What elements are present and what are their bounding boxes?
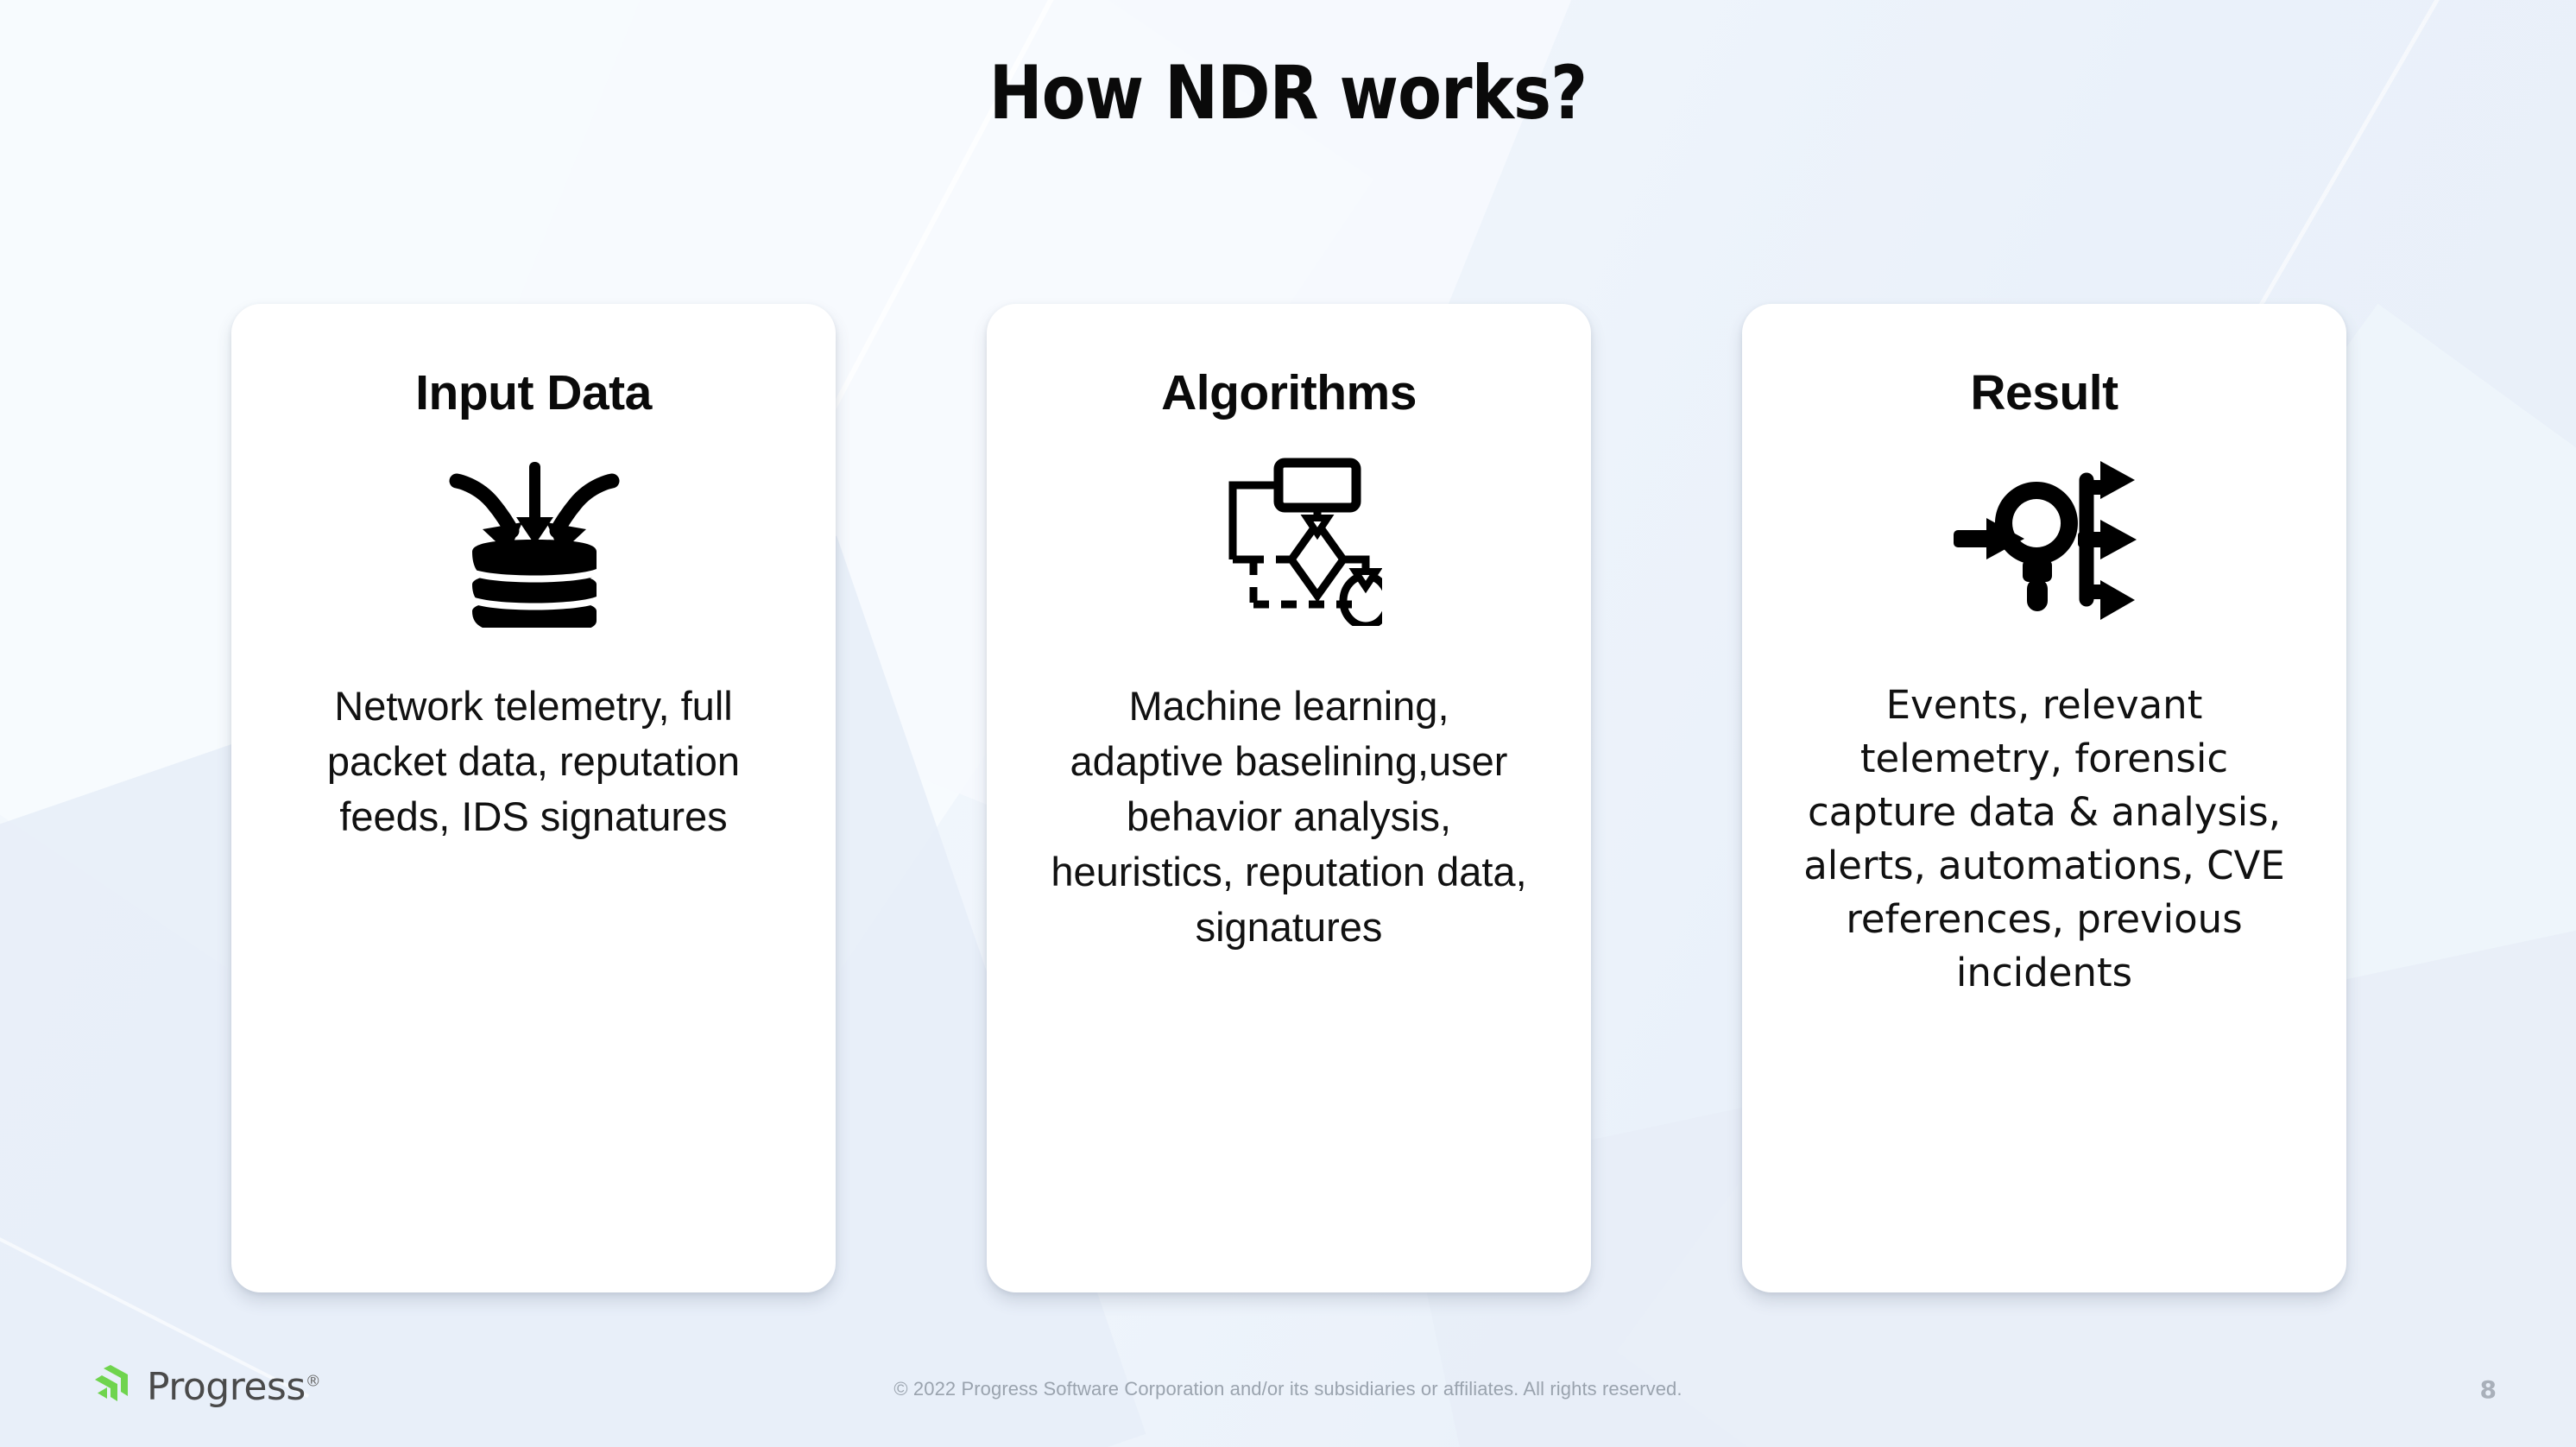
registered-mark: ® xyxy=(305,1372,321,1391)
page-title: How NDR works? xyxy=(988,50,1588,136)
flowchart-icon xyxy=(1196,451,1382,632)
progress-logo-mark xyxy=(90,1363,133,1411)
card-body-algorithms: Machine learning, adaptive baselining,us… xyxy=(1051,683,1527,950)
page-number: 8 xyxy=(2479,1375,2497,1404)
magnifier-output-arrows-icon xyxy=(1952,451,2137,632)
card-input-data[interactable]: Input Data xyxy=(231,304,836,1292)
progress-logo: Progress® xyxy=(90,1363,321,1411)
card-title-algorithms: Algorithms xyxy=(1161,365,1417,420)
card-result[interactable]: Result xyxy=(1742,304,2346,1292)
database-ingest-icon xyxy=(443,451,624,632)
progress-logo-text: Progress® xyxy=(147,1365,321,1409)
card-body-result: Events, relevant telemetry, forensic cap… xyxy=(1803,682,2285,996)
card-title-result: Result xyxy=(1970,365,2118,420)
card-body-input-data: Network telemetry, full packet data, rep… xyxy=(326,683,741,839)
card-row: Input Data xyxy=(231,304,2346,1292)
card-title-input-data: Input Data xyxy=(415,365,652,420)
card-algorithms[interactable]: Algorithms xyxy=(987,304,1591,1292)
copyright-notice: © 2022 Progress Software Corporation and… xyxy=(893,1378,1683,1400)
